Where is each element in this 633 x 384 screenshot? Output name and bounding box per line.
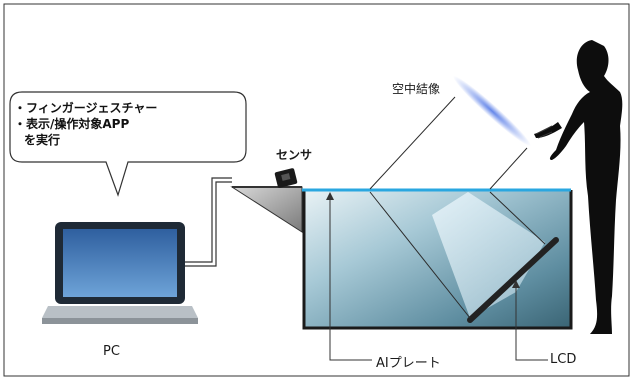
bubble-line-2: ・表示/操作対象APP — [14, 117, 130, 131]
ai-plate-arrow-icon — [326, 192, 334, 200]
pc-monitor-icon — [42, 222, 198, 324]
bubble-text: ・フィンガージェスチャー ・表示/操作対象APP を実行 — [14, 100, 157, 148]
tank-frame — [302, 190, 573, 330]
aerial-image — [453, 75, 531, 147]
bubble-line-1: ・フィンガージェスチャー — [14, 101, 158, 115]
lcd-panel — [467, 237, 559, 323]
sensor-housing — [230, 186, 303, 233]
speech-bubble — [9, 91, 247, 197]
outer-frame — [3, 3, 630, 377]
pc-label: PC — [103, 344, 120, 359]
cable-lines — [185, 177, 232, 267]
ai-plate-label: AIプレート — [376, 356, 441, 371]
lcd-arrow-icon — [512, 280, 520, 288]
lcd-label: LCD — [550, 352, 577, 367]
person-silhouette — [534, 40, 623, 334]
bubble-line-3: を実行 — [24, 133, 61, 147]
ray-lines — [369, 96, 546, 319]
sensor-label: センサ — [276, 148, 313, 162]
leader-lines — [329, 196, 548, 361]
aerial-image-label: 空中結像 — [392, 82, 441, 96]
sensor-icon — [274, 168, 298, 188]
gesture-lines — [535, 125, 553, 139]
